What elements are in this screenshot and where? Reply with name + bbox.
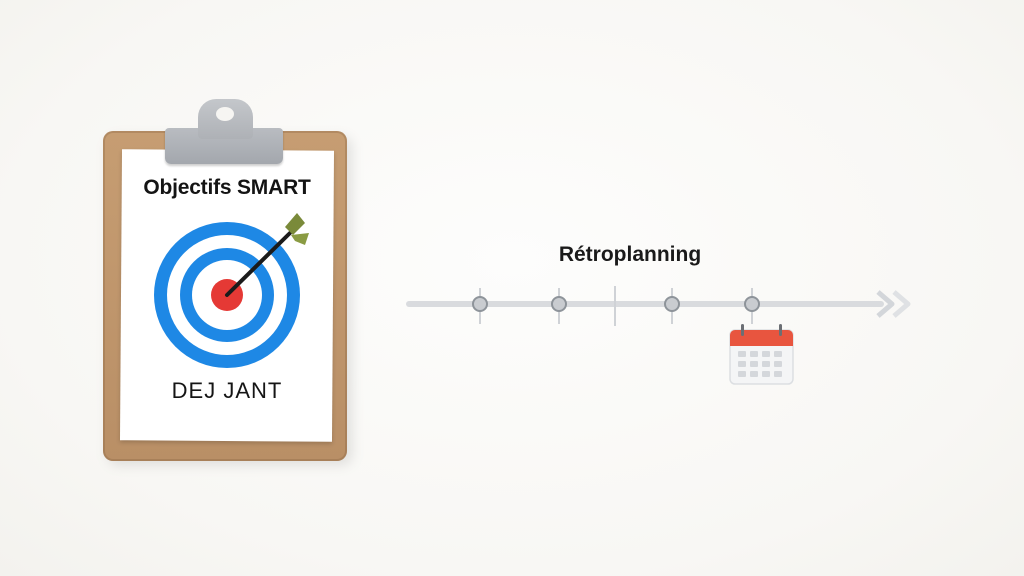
arrow-shaft	[225, 231, 292, 297]
timeline-milestone	[744, 296, 760, 312]
timeline-milestone	[664, 296, 680, 312]
timeline-diagram	[406, 286, 911, 385]
calendar-icon	[729, 324, 794, 385]
clipboard-clip-hole	[216, 107, 234, 121]
clipboard-title: Objectifs SMART	[143, 176, 311, 199]
timeline-title: Rétroplanning	[558, 243, 702, 266]
target-arrow-icon	[154, 213, 309, 368]
timeline-milestone	[551, 296, 567, 312]
arrow-fletch-top	[285, 213, 305, 235]
clipboard-footer-text: DEJ JANT	[171, 378, 283, 403]
timeline-arrowhead-1	[876, 290, 895, 318]
timeline-milestone	[472, 296, 488, 312]
timeline-arrowhead-2	[892, 290, 911, 318]
timeline-line	[406, 301, 884, 307]
arrow-fletch-bottom	[291, 233, 309, 245]
